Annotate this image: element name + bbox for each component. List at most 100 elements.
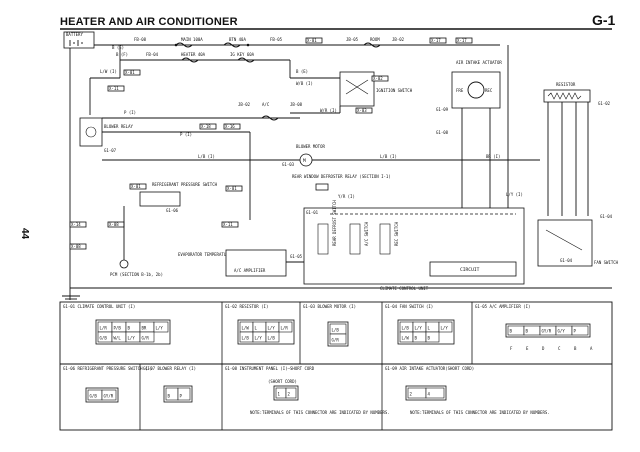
connector-c04-housing	[397, 319, 455, 345]
connector-g1-03-title: G1-03 BLOWER MOTOR (I)	[303, 304, 356, 309]
connector-x-17: X-17	[431, 38, 441, 43]
connector-x-11: X-11	[109, 86, 119, 91]
connector-c05-housing	[505, 323, 591, 338]
connector-x-01a: X-01	[125, 70, 135, 75]
connector-fb-04: FB-04	[146, 52, 159, 57]
connector-c09-housing	[405, 385, 447, 401]
connector-pin-label: G/Y	[558, 329, 566, 334]
connector-g1-01: G1-01	[306, 210, 319, 215]
rec-label: REC	[485, 88, 493, 93]
connector-pin-box	[285, 387, 297, 399]
fuse-room: ROOM	[370, 37, 380, 42]
svg-text:M: M	[303, 158, 306, 164]
connector-pin-label: L/Y	[156, 326, 164, 331]
connector-g1-08-note: NOTE:TERMINALS OF THIS CONNECTOR ARE IND…	[250, 410, 390, 415]
connector-x-08: X-08	[109, 222, 119, 227]
connector-pin-label: B	[510, 329, 513, 334]
connector-pin-label: B	[415, 336, 418, 341]
climate-control-unit-label: CLIMATE CONTROL UNIT	[380, 286, 429, 291]
connector-pin-box	[425, 331, 440, 343]
connector-pin-label: L	[255, 326, 258, 331]
section-code: G-1	[592, 12, 616, 28]
connector-pin-label: P/B	[114, 326, 122, 331]
evaporator-sensor-label: EVAPORATOR TEMPERATURE SENSOR	[178, 252, 248, 257]
connector-g1-09-title: G1-09 AIR INTAKE ACTUATOR(SHORT CORD)	[385, 366, 474, 371]
connector-fb-05: FB-05	[270, 37, 283, 42]
fuse-ac: A/C	[262, 102, 270, 107]
blower-motor-label: BLOWER MOTOR	[296, 144, 325, 149]
blower-relay	[79, 117, 103, 147]
connector-pin-box	[101, 389, 117, 401]
fan-switch-label: FAN SWITCH	[594, 260, 619, 265]
connector-pin-label: L/B	[242, 336, 250, 341]
connector-x-17b: X-17	[457, 38, 467, 43]
fuse-symbols	[174, 42, 381, 48]
wire-code: L/B (I)	[380, 154, 397, 159]
connector-g1-01-title: G1-01 CLIMATE CONTROL UNIT (I)	[63, 304, 135, 309]
connector-c08-housing	[273, 385, 299, 401]
connector-pin-box	[438, 321, 453, 333]
connector-pin-label: B	[526, 329, 529, 334]
refrigerant-switch-label: REFRIGERANT PRESSURE SWITCH	[152, 182, 218, 187]
connector-pin-label: B	[428, 336, 431, 341]
wire-code: B (E)	[112, 45, 124, 50]
resistor	[543, 89, 591, 103]
connector-pin-label: L	[428, 326, 431, 331]
connector-pin-label: L/B	[332, 328, 340, 333]
connector-g1-05-letter: E	[526, 346, 529, 351]
ignition-switch-label: IGNITION SWITCH	[376, 88, 413, 93]
connector-g1-03: G1-03	[282, 162, 295, 167]
air-intake-actuator-label: AIR INTAKE ACTUATOR	[456, 60, 502, 65]
connector-pin-label: L/Y	[415, 326, 423, 331]
connector-pin-label: L/Y	[255, 336, 263, 341]
wire-code: L/Y (I)	[506, 192, 523, 197]
connector-pin-label: G/R	[142, 336, 150, 341]
connector-x-02: X-02	[373, 76, 383, 81]
wire-code: B (E)	[296, 69, 308, 74]
fre-label: FRE	[456, 88, 464, 93]
rear-defroster-relay-label: REAR WINDOW DEFROSTER RELAY (SECTION I-1…	[292, 174, 391, 179]
connector-jb-05: JB-05	[346, 37, 359, 42]
connector-x-01: X-01	[307, 38, 317, 43]
connector-g1-05-letter: C	[558, 346, 561, 351]
connector-pin-label: 1	[278, 392, 281, 397]
connector-g1-06-title: G1-06 REFRIGERANT PRESSURE SWITCH (I)	[63, 366, 152, 371]
connector-g1-09-note: NOTE:TERMINALS OF THIS CONNECTOR ARE IND…	[410, 410, 550, 415]
connector-pin-label: L/W	[402, 336, 410, 341]
refrigerant-pressure-switch	[139, 191, 181, 207]
connector-table	[59, 301, 613, 431]
connector-g1-05-letter: A	[590, 346, 593, 351]
ac-amplifier	[225, 249, 287, 277]
fuse-btn-40a: BTN 40A	[229, 37, 246, 42]
connector-jb-02: JB-02	[392, 37, 405, 42]
connector-c03-housing	[327, 321, 349, 347]
wire-code: P (I)	[124, 110, 136, 115]
connector-jb-02b: JB-02	[238, 102, 251, 107]
connector-x-16: X-16	[225, 124, 235, 129]
connector-pin-box	[177, 387, 191, 401]
fuse-ig-key-60a: IG KEY 60A	[230, 52, 255, 57]
connector-g1-07-title: G1-07 BLOWER RELAY (I)	[143, 366, 196, 371]
fuse-heater-40a: HEATER 40A	[181, 52, 206, 57]
fan-switch	[537, 219, 593, 267]
connector-pin-box	[265, 331, 280, 343]
connector-pin-label: B	[168, 394, 171, 399]
connector-g1-08-sub: (SHORT CORD)	[268, 379, 297, 384]
connector-g1-09: G1-09	[436, 107, 449, 112]
connector-c02-housing	[237, 319, 295, 345]
connector-pin-box	[329, 333, 347, 345]
wire-code: BR (I)	[486, 154, 500, 159]
connector-pin-label: GY/R	[104, 394, 114, 399]
connector-pin-label: GY/R	[542, 329, 552, 334]
air-intake-actuator	[451, 71, 501, 109]
connector-pin-box	[425, 387, 445, 399]
connector-g1-06: G1-06	[166, 208, 179, 213]
connector-pin-label: P	[574, 329, 577, 334]
connector-g1-05-letter: B	[574, 346, 577, 351]
connector-c06-housing	[85, 387, 119, 403]
wire-code: B (F)	[116, 52, 128, 57]
connector-g1-05-title: G1-05 A/C AMPLIFIER (I)	[475, 304, 530, 309]
battery-label: BATTERY	[66, 32, 83, 37]
connector-pin-label: L/B	[268, 336, 276, 341]
